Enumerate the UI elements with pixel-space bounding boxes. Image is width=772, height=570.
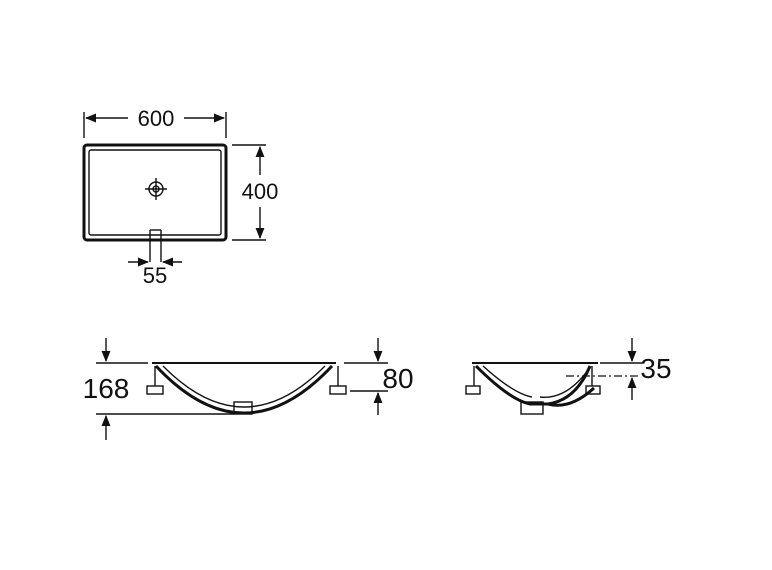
- side-view: 35: [465, 338, 672, 415]
- side-drain-stub: [520, 401, 544, 415]
- tap-hole-dimension: 55: [128, 257, 182, 288]
- right-foot: [329, 385, 347, 395]
- basin-inner-outline: [88, 149, 222, 236]
- total-height-label: 168: [83, 373, 130, 404]
- width-label: 600: [138, 106, 175, 131]
- width-dimension: 600: [83, 106, 227, 138]
- tap-hole-label: 55: [143, 263, 167, 288]
- depth-dimension: 400: [232, 144, 279, 241]
- side-right-foot: [585, 385, 601, 395]
- left-foot: [146, 385, 164, 395]
- drain-icon: [145, 178, 167, 200]
- total-height-dimension: 168: [83, 338, 234, 440]
- side-left-foot: [465, 385, 481, 395]
- plan-view: 600 400 55: [82, 106, 279, 288]
- side-height-label: 35: [640, 353, 671, 384]
- basin-height-label: 80: [382, 363, 413, 394]
- side-height-dimension: 35: [600, 338, 672, 400]
- outlet-notch: [149, 229, 162, 262]
- drain-stub: [233, 401, 253, 415]
- depth-label: 400: [242, 179, 279, 204]
- basin-height-dimension: 80: [344, 338, 414, 415]
- front-view: 168 80: [83, 338, 414, 440]
- basin-outer-outline: [82, 143, 228, 242]
